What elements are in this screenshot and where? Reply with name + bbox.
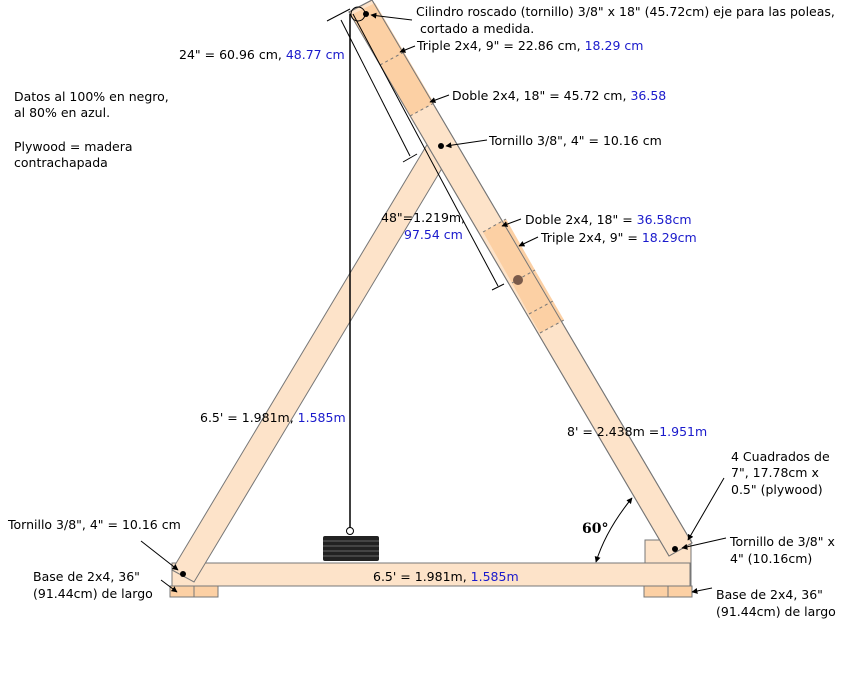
leader-base-right [691,587,713,594]
joint-dash-3 [482,218,507,233]
doble-top-label: Doble 2x4, 18" = 45.72 cm, 36.58 [452,88,666,103]
base-right-label-line2: (91.44cm) de largo [716,604,836,619]
bolt-left-label: Tornillo 3/8", 4" = 10.16 cm [7,517,181,532]
angle-arc [594,497,633,563]
bolt-apex-label: Tornillo 3/8", 4" = 10.16 cm [488,133,662,148]
right-leg-label: 8' = 2.438m =1.951m [567,424,707,439]
plywood-label-line2: 7", 17.78cm x [731,465,819,480]
leader-bolt-right [681,537,727,550]
bolt-left-foot [180,571,186,577]
bolt-axle [363,11,369,17]
right-leg-outline [348,0,693,557]
base-right-label-line1: Base de 2x4, 36" [716,587,823,602]
triple-2x4-top [351,3,404,65]
leader-doble-top [429,94,450,103]
left-leg [171,137,454,583]
dim-tick-48-bot [491,283,505,291]
dim-line-48 [352,13,499,287]
triple-top-label: Triple 2x4, 9" = 22.86 cm, 18.29 cm [416,38,643,53]
leader-doble-mid [501,218,522,227]
dim-line-24 [340,19,411,157]
leader-triple-top [399,45,416,53]
dim-24-label: 24" = 60.96 cm, 48.77 cm [179,47,345,62]
joint-dash-5 [528,300,554,315]
weight-plates [323,536,379,561]
dim-48-label-blue: 97.54 cm [404,227,463,242]
note-line2: al 80% en azul. [14,105,110,120]
joint-dash-6 [539,319,565,334]
leader-axle [370,12,413,21]
joint-dash-4 [511,269,536,284]
angle-label: 60° [582,521,608,537]
axle-label-line2: cortado a medida. [420,21,534,36]
triple-2x4-mid-lower [529,301,564,333]
base-left-label-line1: Base de 2x4, 36" [33,569,140,584]
note-line4: contrachapada [14,155,108,170]
base-beam-label: 6.5' = 1.981m, 1.585m [373,569,519,584]
rope-hook [346,527,354,535]
dim-tick-24-bot [402,153,418,163]
joint-dash-1 [379,51,405,66]
plywood-label-line3: 0.5" (plywood) [731,482,823,497]
dim-48-label: 48"=1.219m, [381,210,465,225]
base-beam [171,562,691,587]
triple-mid-label: Triple 2x4, 9" = 18.29cm [540,230,697,245]
note-line3: Plywood = madera [14,139,133,154]
base-left-label-line2: (91.44cm) de largo [33,586,153,601]
plywood-label-line1: 4 Cuadrados de [731,449,830,464]
left-leg-label: 6.5' = 1.981m, 1.585m [200,410,346,425]
dim-tick-24-top [326,8,351,22]
leader-triple-mid [518,236,539,247]
bolt-mid [513,275,523,285]
leader-base-left [160,579,178,593]
leader-bolt-left [140,540,179,571]
doble-mid-label: Doble 2x4, 18" = 36.58cm [525,212,692,227]
doble-2x4-mid [483,219,535,283]
bolt-right-label-line1: Tornillo de 3/8" x [729,534,835,549]
bolt-apex [438,143,444,149]
leader-plywood [687,477,725,541]
bolt-right-foot [672,546,678,552]
leader-bolt-apex [445,139,488,149]
pulley [350,6,366,22]
note-line1: Datos al 100% en negro, [14,89,169,104]
doble-2x4-top [380,52,434,116]
bolt-right-label-line2: 4" (10.16cm) [730,551,812,566]
joint-dash-2 [409,102,435,117]
axle-label-line1: Cilindro roscado (tornillo) 3/8" x 18" (… [416,4,835,19]
